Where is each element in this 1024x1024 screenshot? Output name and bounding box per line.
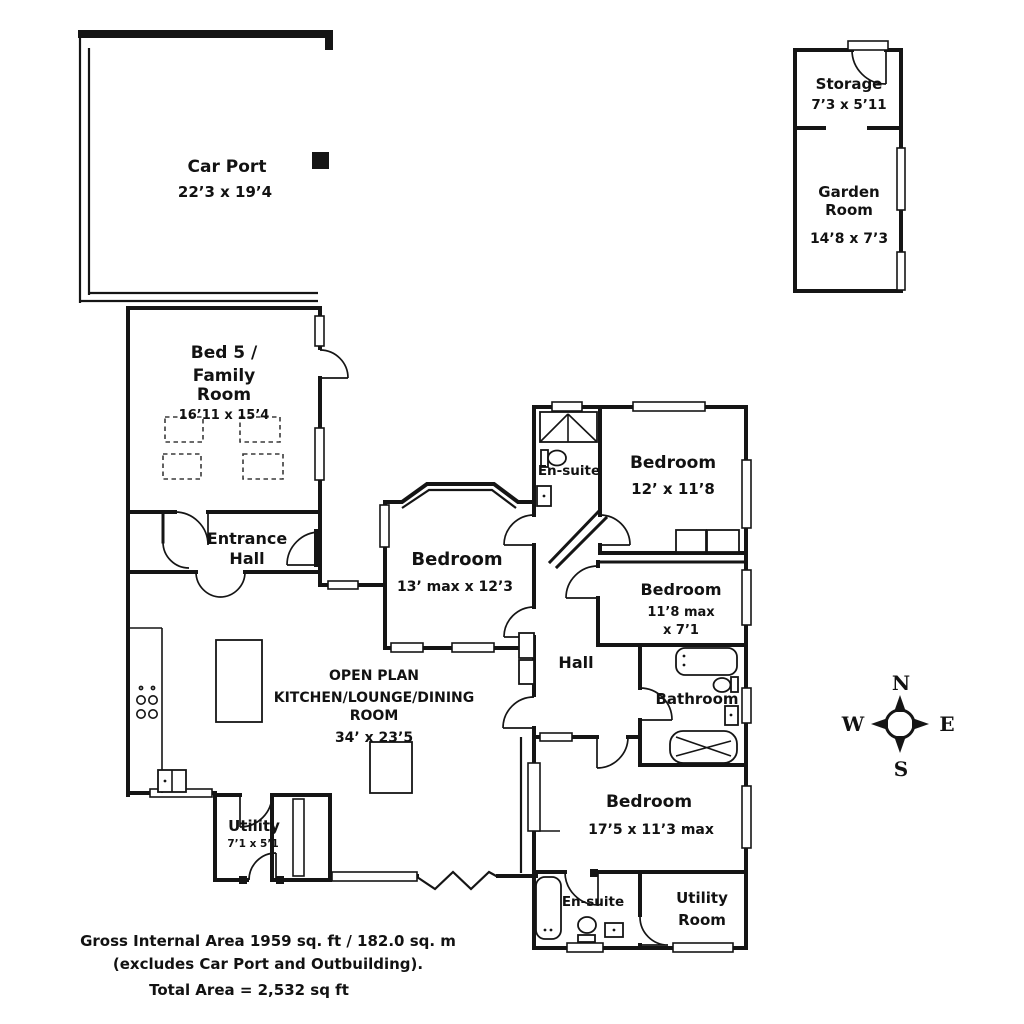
- bifold-zigzag: [416, 870, 499, 891]
- svg-text:Hall: Hall: [229, 549, 264, 568]
- toilet: [577, 916, 597, 934]
- utility-label: Utility: [228, 817, 280, 835]
- compass-n: N: [892, 671, 910, 695]
- open-plan-label: OPEN PLAN: [329, 668, 419, 684]
- compass-circle: [884, 708, 916, 740]
- fixtures: [130, 411, 740, 943]
- toilet: [547, 449, 567, 467]
- bathtub: [535, 876, 562, 940]
- toilet: [712, 677, 732, 693]
- outbuilding-outline: [793, 40, 906, 293]
- garden-room-dims: 14’8 x 7’3: [810, 231, 888, 247]
- wing-interior-walls: [532, 405, 748, 950]
- wardrobe: [675, 529, 707, 553]
- svg-text:Room: Room: [197, 385, 251, 405]
- bedroom-mid-dims: 11’8 max: [647, 605, 715, 620]
- garden-room-window: [896, 147, 906, 211]
- bedroom-front-dims: 12’ x 11’8: [631, 480, 715, 498]
- compass-north-point: [894, 695, 906, 712]
- hall-label: Hall: [558, 653, 593, 672]
- footer: Gross Internal Area 1959 sq. ft / 182.0 …: [80, 932, 456, 999]
- svg-text:Room: Room: [678, 911, 726, 929]
- bed5-dims: 16’11 x 15’4: [179, 408, 270, 423]
- footer-total-line: Total Area = 2,532 sq ft: [149, 981, 349, 999]
- carport-pillar: [312, 152, 329, 169]
- cupboard: [518, 632, 535, 659]
- carport-dims: 22’3 x 19’4: [178, 183, 272, 201]
- kitchen-counter: [130, 627, 163, 793]
- compass-e: E: [939, 712, 954, 736]
- windows: [149, 315, 752, 953]
- toilet-cistern: [577, 934, 596, 943]
- garden-room-label: Garden: [818, 183, 879, 201]
- compass-east-point: [912, 718, 929, 730]
- bathroom-label: Bathroom: [655, 690, 738, 708]
- utility-room-label: Utility: [676, 889, 728, 907]
- compass-s: S: [894, 757, 908, 781]
- double-doors: [195, 571, 246, 598]
- bedroom-rear-label: Bedroom: [606, 792, 692, 812]
- outbuilding-door-frame: [847, 40, 889, 51]
- bedroom-front-label: Bedroom: [630, 453, 716, 473]
- bedroom-rear-dims: 17’5 x 11’3 max: [588, 822, 714, 838]
- front-door: [286, 531, 321, 566]
- entrance-hall-label: Entrance: [207, 529, 288, 548]
- svg-text:KITCHEN/LOUNGE/DINING: KITCHEN/LOUNGE/DINING: [274, 690, 475, 706]
- compass-w: W: [841, 712, 865, 736]
- bedroom-mid-label: Bedroom: [640, 580, 721, 599]
- skylights: [162, 416, 284, 480]
- footer-excludes-line: (excludes Car Port and Outbuilding).: [113, 955, 423, 973]
- bedroom-bay-label: Bedroom: [411, 549, 502, 570]
- svg-text:Family: Family: [193, 366, 256, 386]
- ensuite-bottom-label: En-suite: [562, 894, 624, 910]
- ensuite-top-label: En-suite: [538, 463, 600, 479]
- outbuilding-door: [851, 49, 887, 85]
- garden-room-window-2: [896, 251, 906, 291]
- svg-text:x 7’1: x 7’1: [663, 623, 699, 638]
- storage-dims: 7’3 x 5’11: [811, 97, 886, 113]
- wardrobe: [706, 529, 740, 553]
- bed5-label: Bed 5 /: [191, 343, 258, 363]
- bedroom-bay-dims: 13’ max x 12’3: [397, 579, 513, 595]
- kitchen-island: [215, 639, 263, 723]
- bathtub: [675, 647, 738, 676]
- table: [369, 741, 413, 794]
- compass: N W E S: [841, 671, 955, 781]
- utility-cupboard: [292, 798, 305, 877]
- carport-outline: [78, 30, 333, 303]
- utility-dims: 7’1 x 5’1: [227, 838, 278, 850]
- front-door-leaf: [314, 529, 322, 567]
- compass-west-point: [871, 718, 888, 730]
- storage-label: Storage: [816, 75, 883, 93]
- compass-south-point: [894, 736, 906, 753]
- footer-area-line: Gross Internal Area 1959 sq. ft / 182.0 …: [80, 932, 456, 950]
- open-plan-dims: 34’ x 23’5: [335, 730, 413, 746]
- svg-text:Room: Room: [825, 201, 873, 219]
- cupboard: [518, 659, 535, 685]
- doors: [162, 349, 673, 946]
- carport-label: Car Port: [188, 157, 267, 177]
- svg-text:ROOM: ROOM: [350, 708, 399, 724]
